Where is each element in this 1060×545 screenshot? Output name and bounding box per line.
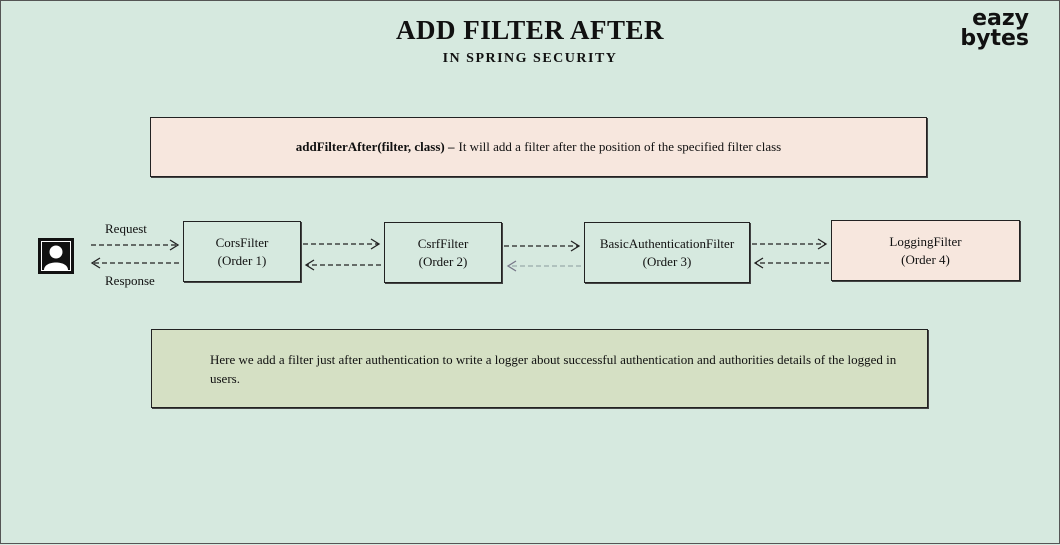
note-box: Here we add a filter just after authenti… bbox=[151, 329, 928, 408]
filter-name: CsrfFilter bbox=[417, 235, 469, 251]
user-icon bbox=[38, 238, 74, 274]
page-title: ADD FILTER AFTER bbox=[395, 15, 665, 45]
method-description: It will add a filter after the position … bbox=[458, 139, 782, 154]
response-label: Response bbox=[105, 273, 155, 288]
filter-name: BasicAuthenticationFilter bbox=[599, 235, 735, 251]
filter-name: LoggingFilter bbox=[889, 233, 962, 249]
method-signature: addFilterAfter(filter, class) – bbox=[295, 139, 455, 154]
filter-order: (Order 1) bbox=[217, 252, 267, 268]
page-subtitle: IN SPRING SECURITY bbox=[442, 51, 618, 66]
filter-box-csrf: CsrfFilter (Order 2) bbox=[384, 222, 502, 283]
filter-name: CorsFilter bbox=[215, 234, 269, 250]
filter-order: (Order 4) bbox=[901, 251, 950, 267]
definition-box: addFilterAfter(filter, class) – It will … bbox=[150, 117, 927, 177]
eazybytes-logo: eazy bytes bbox=[959, 6, 1029, 51]
filter-box-cors: CorsFilter (Order 1) bbox=[183, 221, 301, 282]
note-text: Here we add a filter just after authenti… bbox=[210, 352, 897, 386]
filter-box-logging: LoggingFilter (Order 4) bbox=[831, 220, 1020, 281]
logo-line-1: eazy bbox=[972, 6, 1029, 31]
filter-box-basic-authentication: BasicAuthenticationFilter (Order 3) bbox=[584, 222, 750, 283]
filter-order: (Order 2) bbox=[418, 253, 468, 269]
filter-order: (Order 3) bbox=[642, 253, 692, 269]
request-label: Request bbox=[105, 221, 147, 236]
logo-line-2: bytes bbox=[960, 26, 1029, 51]
